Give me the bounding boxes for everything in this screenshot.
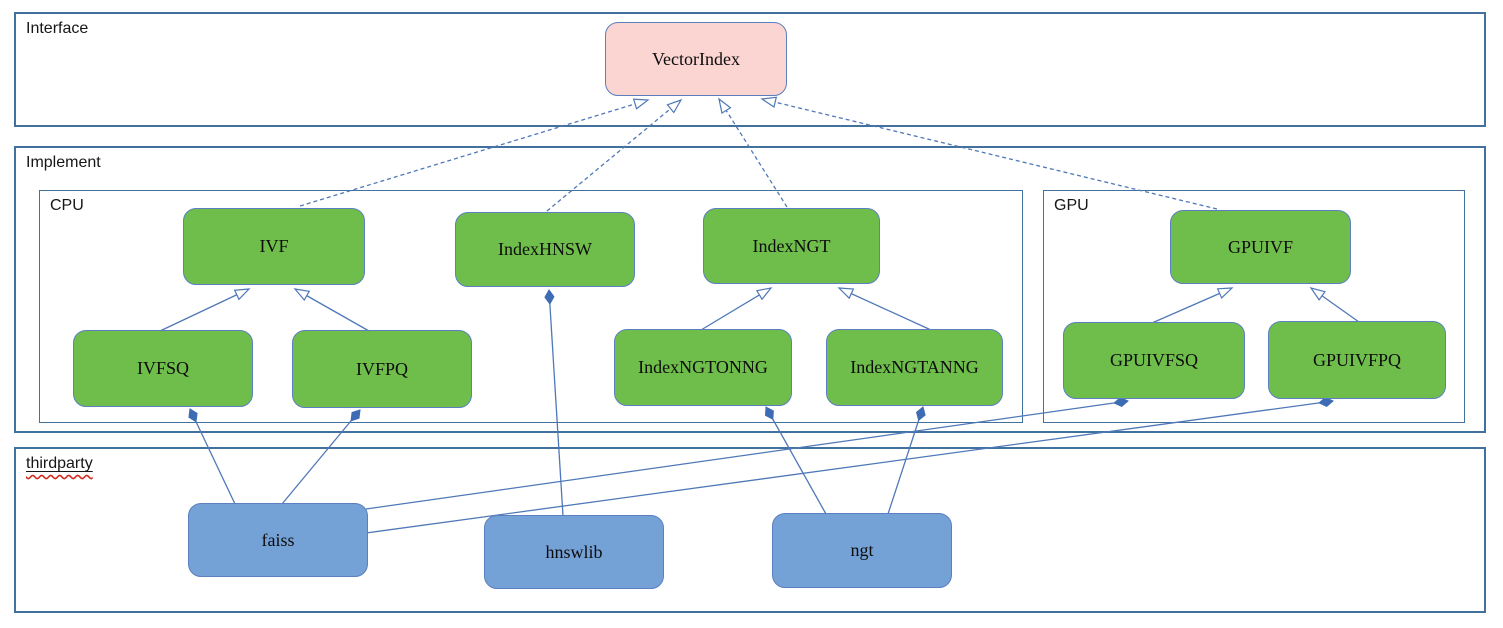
node-ivf-label: IVF	[259, 236, 289, 256]
section-cpu-label: CPU	[50, 197, 84, 214]
node-gpuivfpq-label: GPUIVFPQ	[1312, 349, 1402, 370]
node-indexngtonng-label: IndexNGTONNG	[638, 357, 768, 377]
node-hnswlib: hnswlib	[484, 515, 664, 589]
node-gpuivfsq: GPUIVFSQ	[1063, 322, 1245, 399]
node-ivf: IVF	[183, 208, 365, 285]
node-indexngt-label: IndexNGT	[752, 235, 831, 256]
node-ngt-label: ngt	[850, 540, 874, 560]
node-indexngtanng: IndexNGTANNG	[826, 329, 1003, 406]
node-ivfsq-label: IVFSQ	[136, 358, 189, 378]
node-gpuivf-label: GPUIVF	[1227, 236, 1293, 257]
node-gpuivfsq-label: GPUIVFSQ	[1109, 350, 1199, 370]
node-hnswlib-label: hnswlib	[545, 541, 603, 562]
node-faiss-label: faiss	[261, 529, 295, 550]
section-thirdparty-label-text: thirdparty	[26, 455, 93, 472]
node-ngt: ngt	[772, 513, 952, 588]
node-faiss: faiss	[188, 503, 368, 577]
node-indexngtonng: IndexNGTONNG	[614, 329, 792, 406]
section-thirdparty-label: thirdparty	[26, 455, 93, 473]
node-gpuivf: GPUIVF	[1170, 210, 1351, 284]
section-gpu-label: GPU	[1054, 197, 1089, 214]
section-interface-label: Interface	[26, 20, 89, 37]
node-vectorindex: VectorIndex	[605, 22, 787, 96]
node-vectorindex-label: VectorIndex	[652, 48, 740, 69]
section-implement-label: Implement	[26, 154, 101, 171]
node-ivfpq: IVFPQ	[292, 330, 472, 408]
node-gpuivfpq: GPUIVFPQ	[1268, 321, 1446, 399]
node-ivfsq: IVFSQ	[73, 330, 253, 407]
node-indexngtanng-label: IndexNGTANNG	[850, 357, 979, 377]
node-indexhnsw-label: IndexHNSW	[498, 239, 592, 259]
node-indexngt: IndexNGT	[703, 208, 880, 284]
node-indexhnsw: IndexHNSW	[455, 212, 635, 287]
node-ivfpq-label: IVFPQ	[355, 358, 408, 379]
